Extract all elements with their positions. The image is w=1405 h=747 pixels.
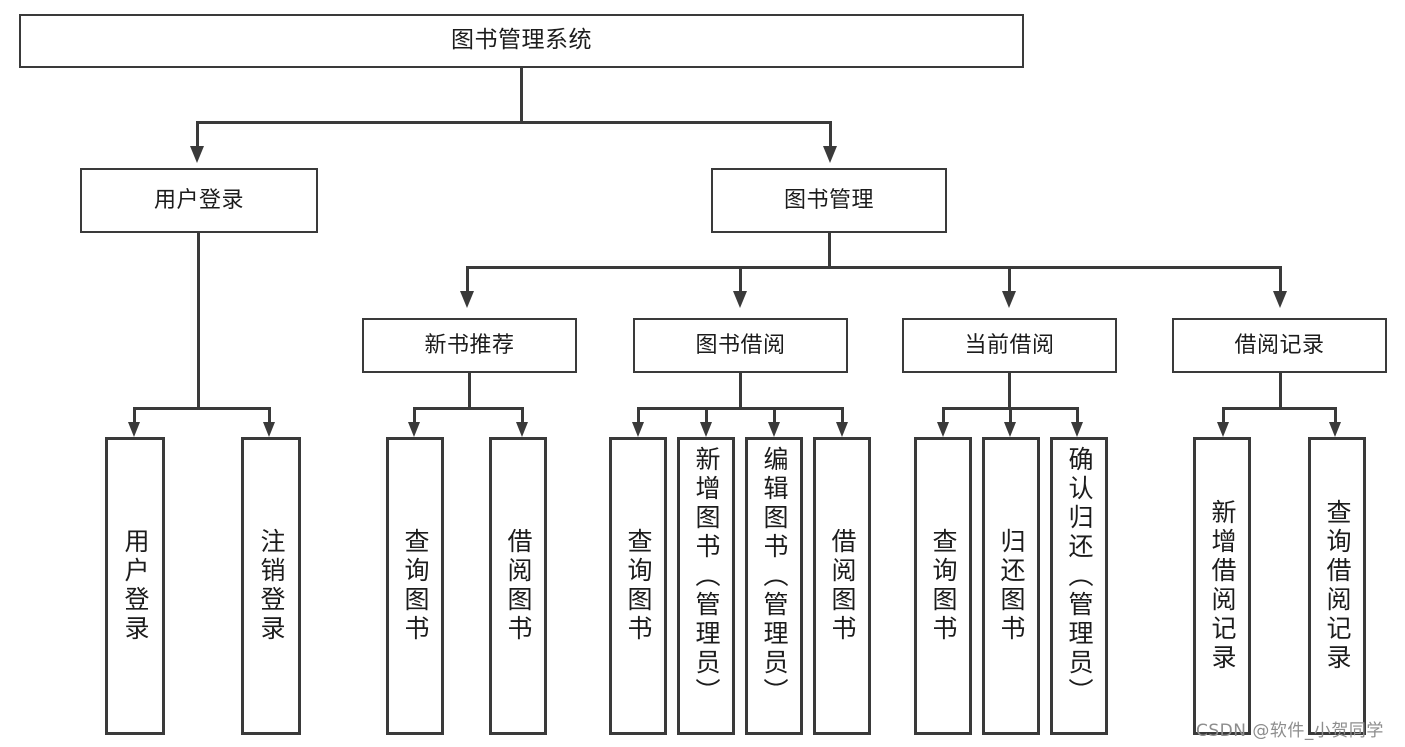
connector-root-bus xyxy=(196,121,832,124)
arrowhead-leaf-query-book-2 xyxy=(632,422,644,437)
node-current-borrow[interactable]: 当前借阅 xyxy=(902,318,1117,373)
connector-user-login-drop-1 xyxy=(133,407,136,424)
arrowhead-user-login xyxy=(190,146,204,163)
arrowhead-leaf-query-book-3 xyxy=(937,422,949,437)
leaf-record-add-record[interactable]: 新增借阅记录 xyxy=(1193,437,1251,735)
node-label: 注销登录 xyxy=(257,528,286,644)
connector-book-mgmt-bus xyxy=(466,266,1281,269)
node-label: 查询图书 xyxy=(624,528,653,644)
connector-book-mgmt-drop-1 xyxy=(466,266,469,293)
leaf-recommend-borrow-book[interactable]: 借阅图书 xyxy=(489,437,547,735)
arrowhead-leaf-add-book xyxy=(700,422,712,437)
connector-recommend-drop-2 xyxy=(521,407,524,424)
connector-record-stem xyxy=(1279,373,1282,409)
node-label: 图书管理系统 xyxy=(451,27,592,54)
leaf-current-query-book[interactable]: 查询图书 xyxy=(914,437,972,735)
node-root-system[interactable]: 图书管理系统 xyxy=(19,14,1024,68)
node-label: 新书推荐 xyxy=(424,332,515,358)
node-label: 编辑图书（管理员） xyxy=(760,446,789,707)
connector-user-login-bus xyxy=(133,407,270,410)
connector-root-to-user-login xyxy=(196,121,199,148)
connector-borrow-drop-1 xyxy=(637,407,640,424)
connector-user-login-stem xyxy=(197,233,200,409)
node-label: 新增图书（管理员） xyxy=(692,446,721,707)
arrowhead-current-borrow xyxy=(1002,291,1016,308)
node-label: 当前借阅 xyxy=(964,332,1055,358)
connector-borrow-drop-2 xyxy=(705,407,708,424)
connector-root-stem xyxy=(520,68,523,123)
arrowhead-leaf-query-record xyxy=(1329,422,1341,437)
leaf-recommend-query-book[interactable]: 查询图书 xyxy=(386,437,444,735)
connector-record-drop-1 xyxy=(1222,407,1225,424)
arrowhead-leaf-query-book-1 xyxy=(408,422,420,437)
connector-book-mgmt-drop-3 xyxy=(1008,266,1011,293)
connector-user-login-drop-2 xyxy=(268,407,271,424)
node-borrow-record[interactable]: 借阅记录 xyxy=(1172,318,1387,373)
arrowhead-leaf-return-book xyxy=(1004,422,1016,437)
node-label: 查询图书 xyxy=(929,528,958,644)
leaf-current-confirm-return[interactable]: 确认归还（管理员） xyxy=(1050,437,1108,735)
connector-book-mgmt-drop-4 xyxy=(1279,266,1282,293)
leaf-current-return-book[interactable]: 归还图书 xyxy=(982,437,1040,735)
node-label: 新增借阅记录 xyxy=(1208,499,1237,673)
node-label: 借阅记录 xyxy=(1234,332,1325,358)
connector-borrow-stem xyxy=(739,373,742,409)
node-label: 图书借阅 xyxy=(695,332,786,358)
node-label: 图书管理 xyxy=(783,187,874,213)
node-label: 借阅图书 xyxy=(828,528,857,644)
arrowhead-leaf-edit-book xyxy=(768,422,780,437)
arrowhead-borrow-record xyxy=(1273,291,1287,308)
leaf-user-login[interactable]: 用户登录 xyxy=(105,437,165,735)
connector-root-to-book-mgmt xyxy=(829,121,832,148)
arrowhead-new-book-recommend xyxy=(460,291,474,308)
connector-borrow-drop-4 xyxy=(841,407,844,424)
node-label: 归还图书 xyxy=(997,528,1026,644)
node-label: 查询借阅记录 xyxy=(1323,499,1352,673)
arrowhead-book-mgmt xyxy=(823,146,837,163)
connector-current-drop-3 xyxy=(1076,407,1079,424)
node-user-login[interactable]: 用户登录 xyxy=(80,168,318,233)
leaf-borrow-borrow-book[interactable]: 借阅图书 xyxy=(813,437,871,735)
connector-current-stem xyxy=(1008,373,1011,409)
node-new-book-recommend[interactable]: 新书推荐 xyxy=(362,318,577,373)
connector-borrow-bus xyxy=(637,407,843,410)
leaf-borrow-query-book[interactable]: 查询图书 xyxy=(609,437,667,735)
connector-recommend-stem xyxy=(468,373,471,409)
node-book-management[interactable]: 图书管理 xyxy=(711,168,947,233)
leaf-borrow-add-book[interactable]: 新增图书（管理员） xyxy=(677,437,735,735)
connector-book-mgmt-stem xyxy=(828,233,831,268)
connector-record-bus xyxy=(1222,407,1336,410)
connector-borrow-drop-3 xyxy=(773,407,776,424)
leaf-logout[interactable]: 注销登录 xyxy=(241,437,301,735)
arrowhead-leaf-logout xyxy=(263,422,275,437)
arrowhead-leaf-confirm-return xyxy=(1071,422,1083,437)
node-label: 用户登录 xyxy=(153,187,244,213)
leaf-record-query-record[interactable]: 查询借阅记录 xyxy=(1308,437,1366,735)
arrowhead-leaf-add-record xyxy=(1217,422,1229,437)
node-label: 查询图书 xyxy=(401,528,430,644)
node-book-borrow[interactable]: 图书借阅 xyxy=(633,318,848,373)
arrowhead-book-borrow xyxy=(733,291,747,308)
connector-record-drop-2 xyxy=(1334,407,1337,424)
arrowhead-leaf-borrow-book-2 xyxy=(836,422,848,437)
connector-recommend-drop-1 xyxy=(413,407,416,424)
node-label: 确认归还（管理员） xyxy=(1065,446,1094,707)
connector-book-mgmt-drop-2 xyxy=(739,266,742,293)
arrowhead-leaf-user-login xyxy=(128,422,140,437)
node-label: 用户登录 xyxy=(121,528,150,644)
arrowhead-leaf-borrow-book-1 xyxy=(516,422,528,437)
connector-current-drop-2 xyxy=(1009,407,1012,424)
connector-recommend-bus xyxy=(413,407,523,410)
watermark-text: CSDN @软件_小贺同学 xyxy=(1196,721,1384,741)
connector-current-drop-1 xyxy=(942,407,945,424)
node-label: 借阅图书 xyxy=(504,528,533,644)
leaf-borrow-edit-book[interactable]: 编辑图书（管理员） xyxy=(745,437,803,735)
